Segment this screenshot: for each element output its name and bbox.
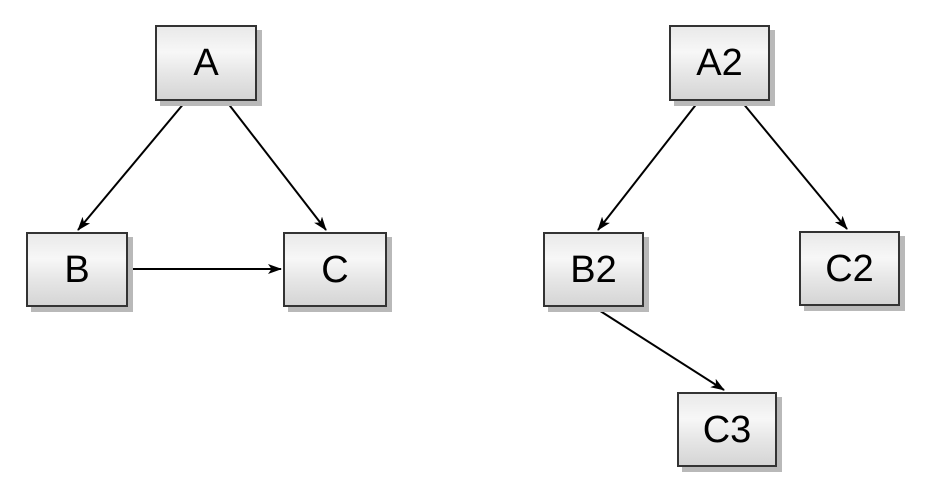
node-a[interactable]: A [155,25,257,101]
node-label-c3: C3 [702,408,752,451]
node-label-c: C [321,248,349,291]
node-label-b: B [64,248,90,291]
node-label-a: A [193,42,219,84]
edge-a2-c2[interactable] [741,101,848,230]
node-c3[interactable]: C3 [677,392,777,467]
node-label-c2: C2 [825,247,874,290]
edge-a-b[interactable] [77,101,186,231]
edge-b2-c3[interactable] [593,306,725,391]
edge-a-c[interactable] [226,101,327,231]
node-label-a2: A2 [696,42,743,84]
edge-a2-b2[interactable] [597,101,699,231]
node-c[interactable]: C [283,232,387,307]
node-a2[interactable]: A2 [669,25,770,101]
node-c2[interactable]: C2 [799,231,900,306]
node-b[interactable]: B [26,232,128,307]
node-label-b2: B2 [570,248,617,291]
node-b2[interactable]: B2 [543,232,644,307]
